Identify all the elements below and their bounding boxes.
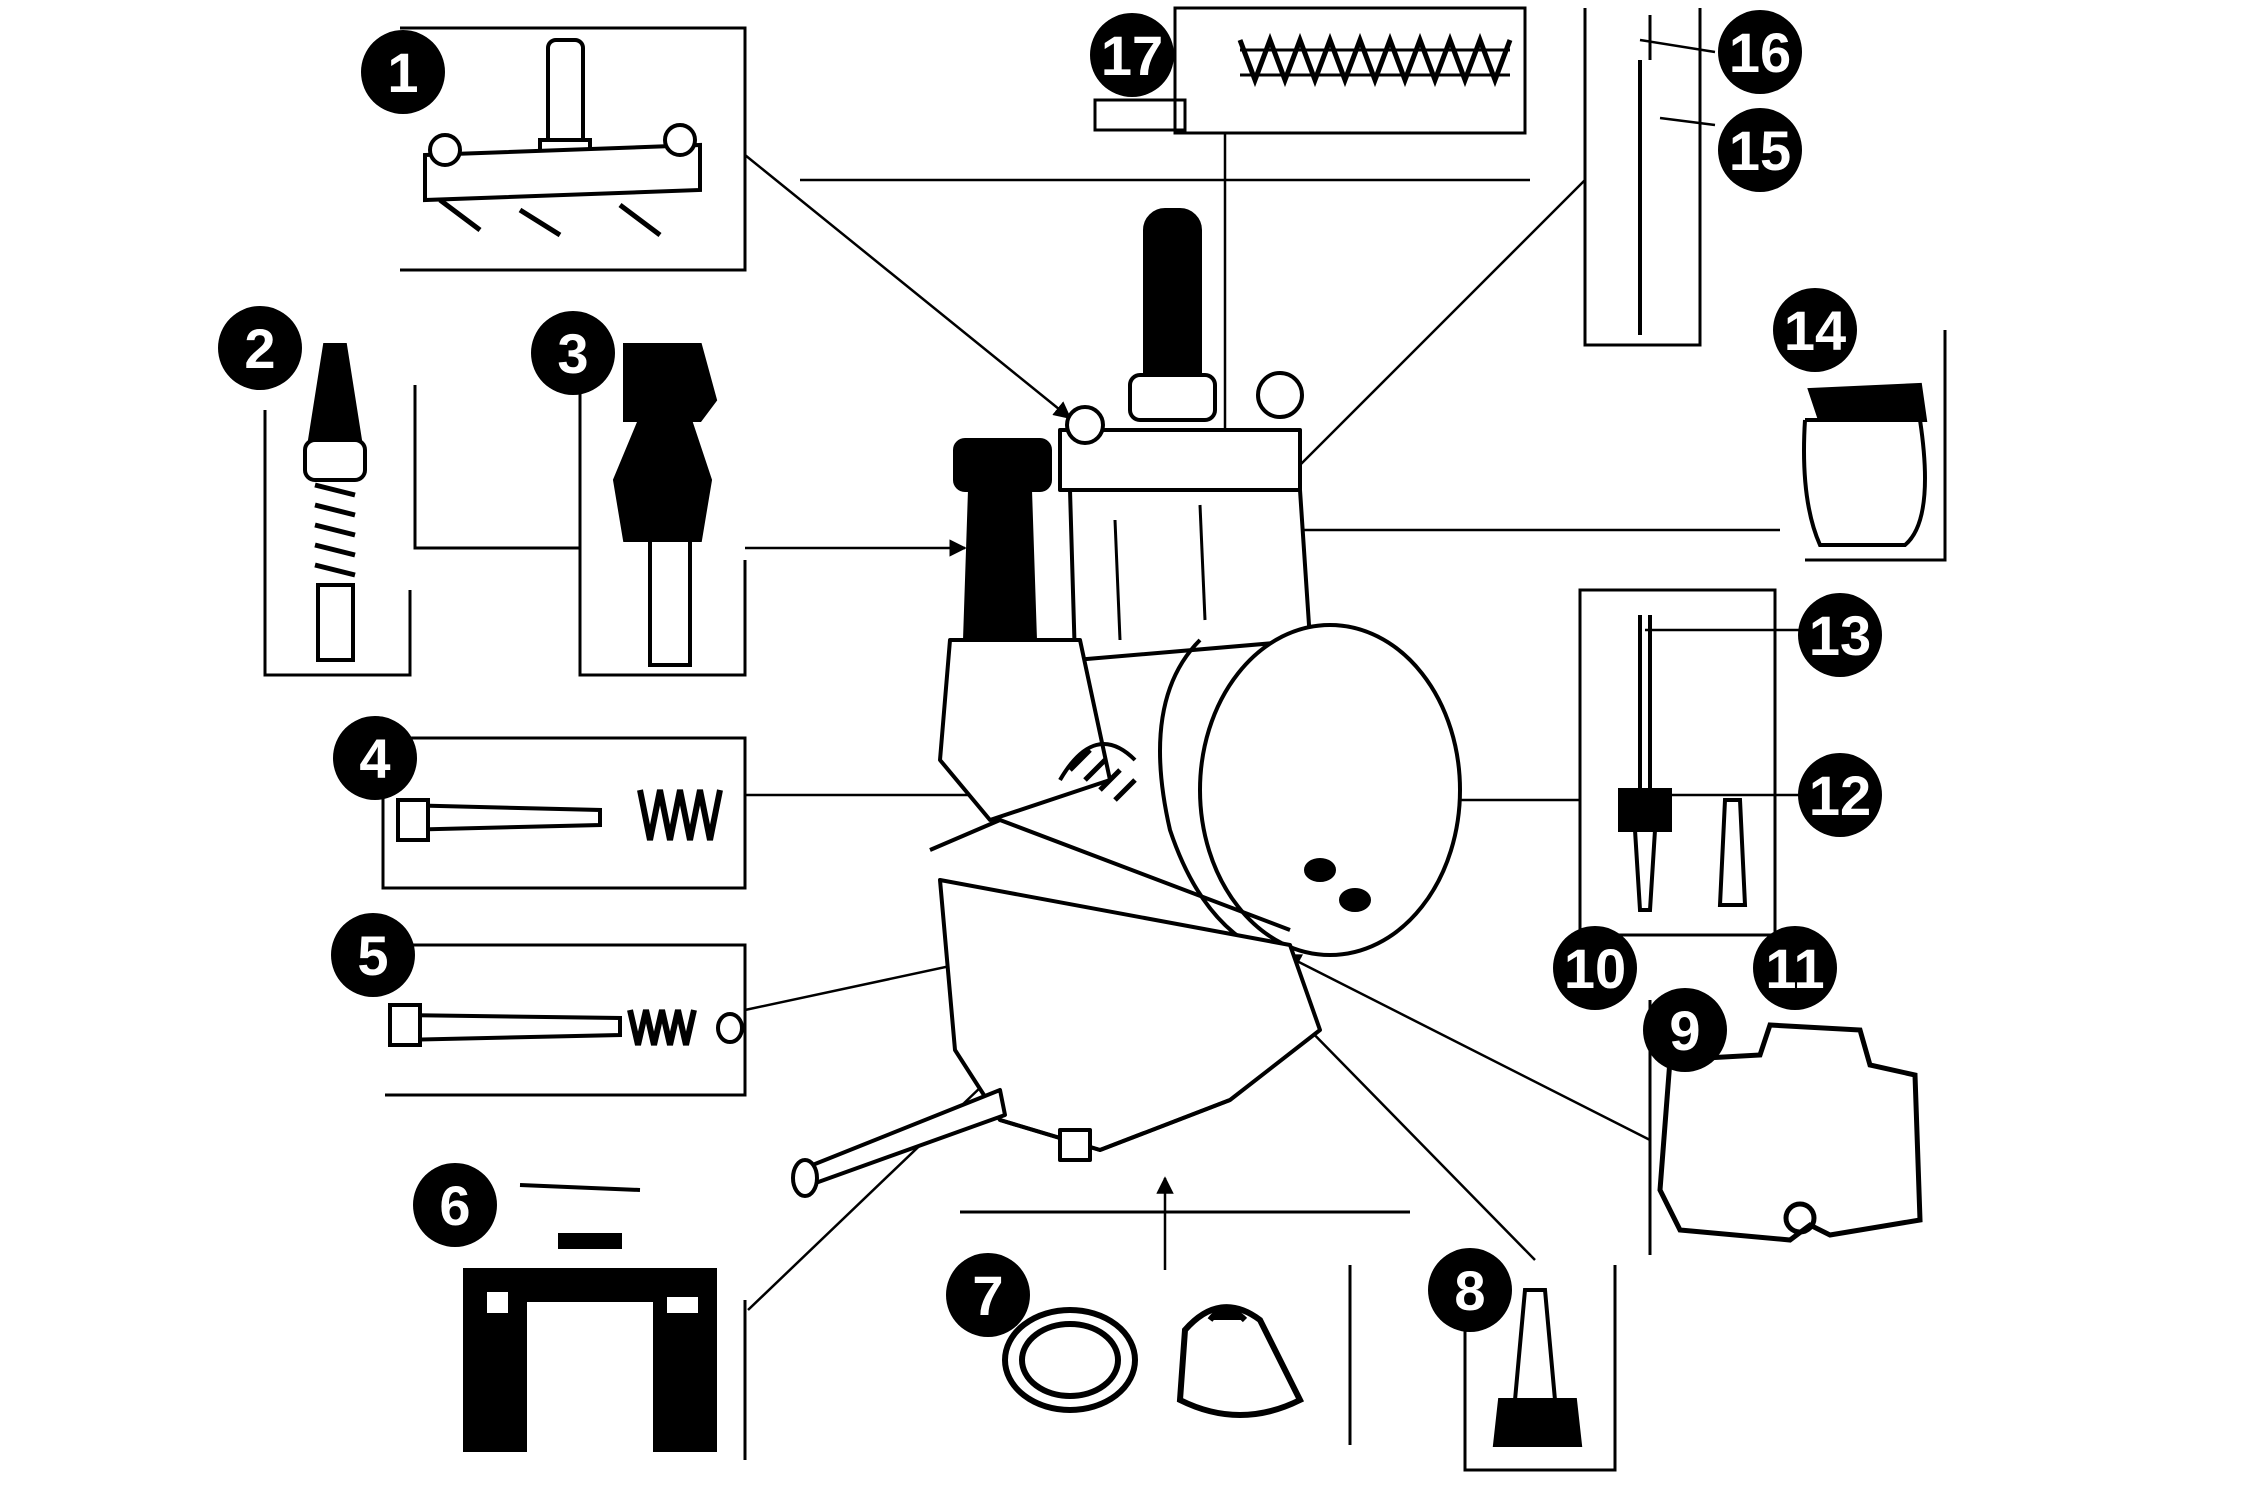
callout-label-3: 3 — [557, 322, 588, 385]
float-bowl-base — [999, 1098, 1231, 1152]
cap-screw-left — [1065, 405, 1105, 445]
frame-part-4 — [381, 736, 747, 890]
callout-label-15: 15 — [1729, 119, 1791, 182]
callout-label-12: 12 — [1809, 764, 1871, 827]
callout-label-17: 17 — [1101, 24, 1163, 87]
callout-label-6: 6 — [439, 1174, 470, 1237]
intake-bell-rim — [1158, 638, 1261, 952]
callout-badge-15: 15 — [1718, 108, 1802, 192]
callout-label-9: 9 — [1669, 999, 1700, 1062]
side-body — [938, 638, 1112, 822]
callout-label-16: 16 — [1729, 21, 1791, 84]
callout-badge-4: 4 — [333, 716, 417, 800]
callout-label-2: 2 — [244, 317, 275, 380]
callout-badge-10: 10 — [1553, 926, 1637, 1010]
carburetor-body — [791, 208, 1462, 1198]
callout-badge-2: 2 — [218, 306, 302, 390]
callout-badge-5: 5 — [331, 913, 415, 997]
leader-15 — [1283, 179, 1586, 482]
callout-label-11: 11 — [1765, 937, 1824, 1000]
part-5-throttle-screw — [388, 1003, 744, 1047]
pilot-screw-spring — [1058, 742, 1137, 782]
callout-badge-17: 17 — [1090, 13, 1174, 97]
float-bowl-rim — [929, 818, 1291, 932]
part-10-13-jets — [1618, 615, 1748, 912]
part-8-float-valve — [1492, 1288, 1583, 1447]
callout-label-7: 7 — [972, 1264, 1003, 1327]
callout-badge-14: 14 — [1773, 288, 1857, 372]
frame-part-15-16 — [1583, 8, 1702, 347]
frame-part-1 — [400, 26, 747, 272]
part-1-top-cap — [423, 38, 702, 238]
choke-plunger-knob — [953, 438, 1052, 492]
choke-plunger — [963, 488, 1037, 642]
leader-15b — [1659, 116, 1716, 127]
frame-part-14 — [1805, 330, 1947, 562]
part-7-oring-jet — [1002, 1304, 1305, 1418]
drain-plug — [1058, 1128, 1092, 1162]
callout-badge-7: 7 — [946, 1253, 1030, 1337]
callout-badge-16: 16 — [1718, 10, 1802, 94]
main-column — [1068, 488, 1312, 662]
leader-9 — [1283, 953, 1651, 1142]
cap-screw-right — [1256, 371, 1304, 419]
frame-part-17-label-tab — [1093, 98, 1187, 132]
adjuster-base — [1128, 373, 1217, 422]
callout-label-13: 13 — [1809, 604, 1871, 667]
frame-part-17 — [1173, 6, 1527, 135]
callout-badge-12: 12 — [1798, 753, 1882, 837]
intake-bell — [1198, 623, 1462, 957]
frame-part-5 — [385, 943, 747, 1097]
leader-8 — [1298, 1018, 1536, 1261]
callout-label-8: 8 — [1454, 1259, 1485, 1322]
part-17-spring — [1237, 32, 1513, 88]
callout-label-14: 14 — [1784, 299, 1846, 362]
overflow-tube — [798, 1088, 1007, 1187]
part-14-holder — [1802, 382, 1928, 547]
frame-part-2 — [263, 410, 412, 677]
leader-1 — [744, 154, 1072, 420]
frame-part-3 — [578, 380, 747, 677]
callout-badge-9: 9 — [1643, 988, 1727, 1072]
part-9-gasket — [1657, 1022, 1923, 1243]
callout-label-5: 5 — [357, 924, 388, 987]
part-3-choke-plunger — [612, 343, 718, 667]
part-2-pilot-jet-screw — [303, 343, 367, 662]
callout-badge-3: 3 — [531, 311, 615, 395]
frame-part-8 — [1463, 1265, 1617, 1472]
callout-badge-1: 1 — [361, 30, 445, 114]
frame-part-7 — [960, 1210, 1410, 1445]
callout-label-1: 1 — [387, 41, 418, 104]
part-6-float — [463, 1183, 717, 1452]
callout-badge-11: 11 — [1753, 926, 1837, 1010]
callout-label-4: 4 — [359, 727, 390, 790]
callout-badge-13: 13 — [1798, 593, 1882, 677]
callout-badge-6: 6 — [413, 1163, 497, 1247]
callout-badges: 1 2 3 4 5 6 7 8 9 10 11 12 13 14 15 16 1… — [218, 10, 1882, 1337]
part-frames — [263, 6, 1947, 1472]
part-15-16-needle — [1638, 15, 1652, 335]
callout-badge-8: 8 — [1428, 1248, 1512, 1332]
frame-connector-2-3 — [413, 385, 580, 550]
callout-label-10: 10 — [1564, 937, 1626, 1000]
part-4-pilot-screw — [396, 789, 723, 842]
leader-16 — [1639, 38, 1716, 54]
